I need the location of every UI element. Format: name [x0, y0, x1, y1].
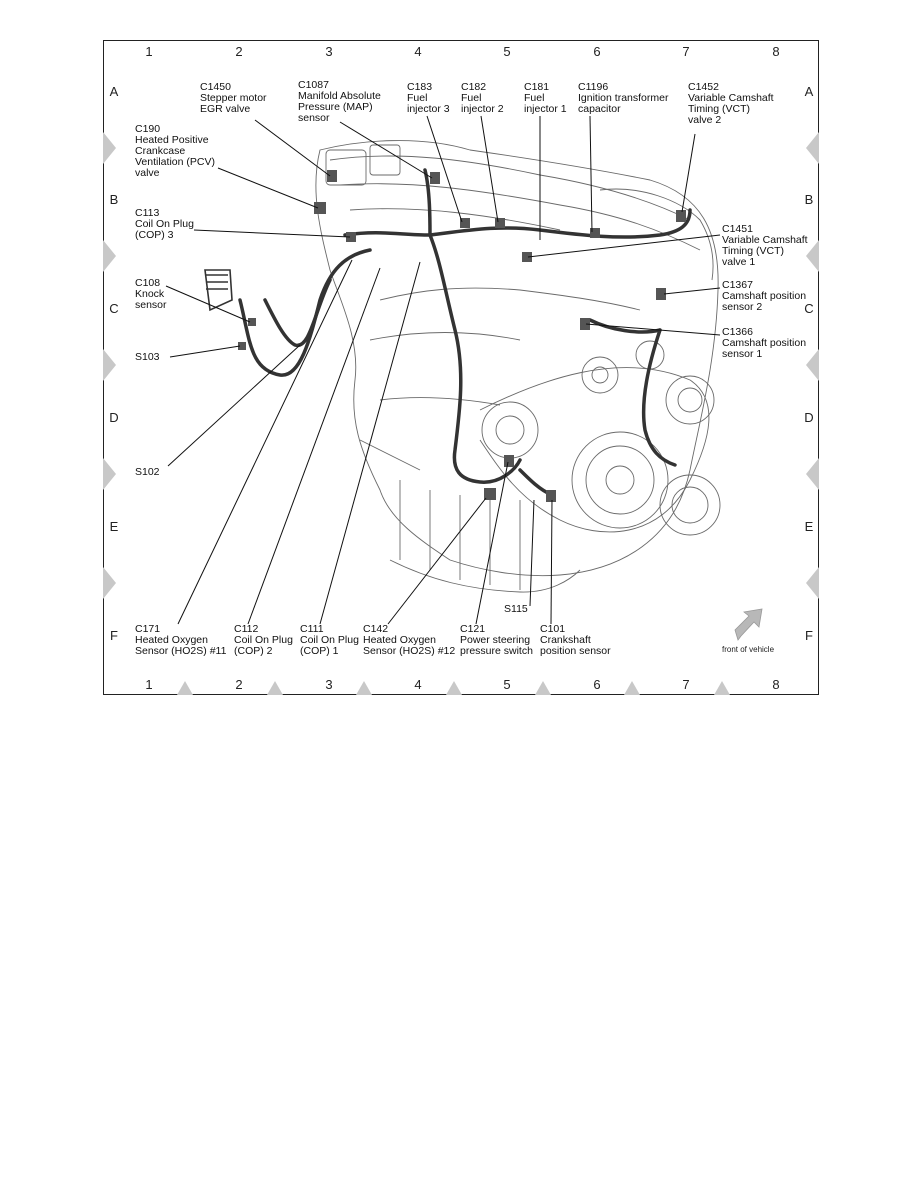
grid-col-bottom: 6	[593, 677, 601, 692]
label-c112-cop-2: C112 Coil On Plug (COP) 2	[234, 623, 293, 657]
grid-col-top: 6	[593, 44, 601, 59]
label-c111-cop-1: C111 Coil On Plug (COP) 1	[300, 623, 359, 657]
label-c182-injector-2: C182 Fuel injector 2	[461, 81, 504, 115]
connector-outline	[204, 269, 233, 312]
grid-row-left: A	[109, 84, 119, 99]
grid-col-top: 2	[235, 44, 243, 59]
grid-col-bottom: 3	[325, 677, 333, 692]
grid-col-bottom: 8	[772, 677, 780, 692]
label-c108-knock-sensor: C108 Knock sensor	[135, 277, 167, 311]
grid-col-top: 7	[682, 44, 690, 59]
label-s102: S102	[135, 466, 160, 478]
label-c1367-cmp-sensor-2: C1367 Camshaft position sensor 2	[722, 279, 807, 313]
label-c183-injector-3: C183 Fuel injector 3	[407, 81, 450, 115]
label-c1087-map-sensor: C1087 Manifold Absolute Pressure (MAP) s…	[298, 79, 381, 124]
label-s115: S115	[504, 603, 528, 615]
grid-row-right: D	[804, 410, 814, 425]
label-c1452-vct-valve-2: C1452 Variable Camshaft Timing (VCT) val…	[688, 81, 774, 126]
grid-col-top: 1	[145, 44, 153, 59]
grid-row-left: C	[109, 301, 119, 316]
front-of-vehicle-label: front of vehicle	[722, 645, 775, 654]
label-c171-ho2s-11: C171 Heated Oxygen Sensor (HO2S) #11	[135, 623, 227, 657]
grid-col-bottom: 5	[503, 677, 511, 692]
label-c1196-ignition-capacitor: C1196 Ignition transformer capacitor	[578, 81, 669, 115]
label-c190-pcv-valve: C190 Heated Positive Crankcase Ventilati…	[135, 123, 215, 179]
label-c1366-cmp-sensor-1: C1366 Camshaft position sensor 1	[722, 326, 807, 360]
connectors	[238, 170, 686, 502]
grid-row-right: A	[804, 84, 814, 99]
label-c113-cop-3: C113 Coil On Plug (COP) 3	[135, 207, 194, 241]
grid-row-left: D	[109, 410, 119, 425]
label-c142-ho2s-12: C142 Heated Oxygen Sensor (HO2S) #12	[363, 623, 456, 657]
label-c1450-egr-stepper: C1450 Stepper motor EGR valve	[200, 81, 267, 115]
grid-col-top: 4	[414, 44, 422, 59]
grid-col-top: 5	[503, 44, 511, 59]
grid-row-left: E	[109, 519, 119, 534]
label-c181-injector-1: C181 Fuel injector 1	[524, 81, 567, 115]
leader-lines	[165, 115, 721, 625]
label-c1451-vct-valve-1: C1451 Variable Camshaft Timing (VCT) val…	[722, 223, 808, 268]
grid-col-top: 8	[772, 44, 780, 59]
grid-row-right: B	[804, 192, 814, 207]
grid-row-right: C	[804, 301, 814, 316]
grid-row-right: F	[805, 628, 813, 643]
grid-col-bottom: 4	[414, 677, 422, 692]
grid-col-top: 3	[325, 44, 333, 59]
engine-block	[315, 140, 721, 593]
grid-col-bottom: 2	[235, 677, 243, 692]
front-of-vehicle-arrow	[734, 608, 763, 641]
grid-col-bottom: 7	[682, 677, 690, 692]
grid-row-left: B	[109, 192, 119, 207]
label-s103: S103	[135, 351, 160, 363]
grid-row-right: E	[804, 519, 814, 534]
grid-col-bottom: 1	[145, 677, 153, 692]
grid-row-left: F	[110, 628, 118, 643]
label-c121-ps-pressure-switch: C121 Power steering pressure switch	[460, 623, 533, 657]
grid-markers	[103, 132, 819, 695]
label-c101-ckp-sensor: C101 Crankshaft position sensor	[540, 623, 611, 657]
